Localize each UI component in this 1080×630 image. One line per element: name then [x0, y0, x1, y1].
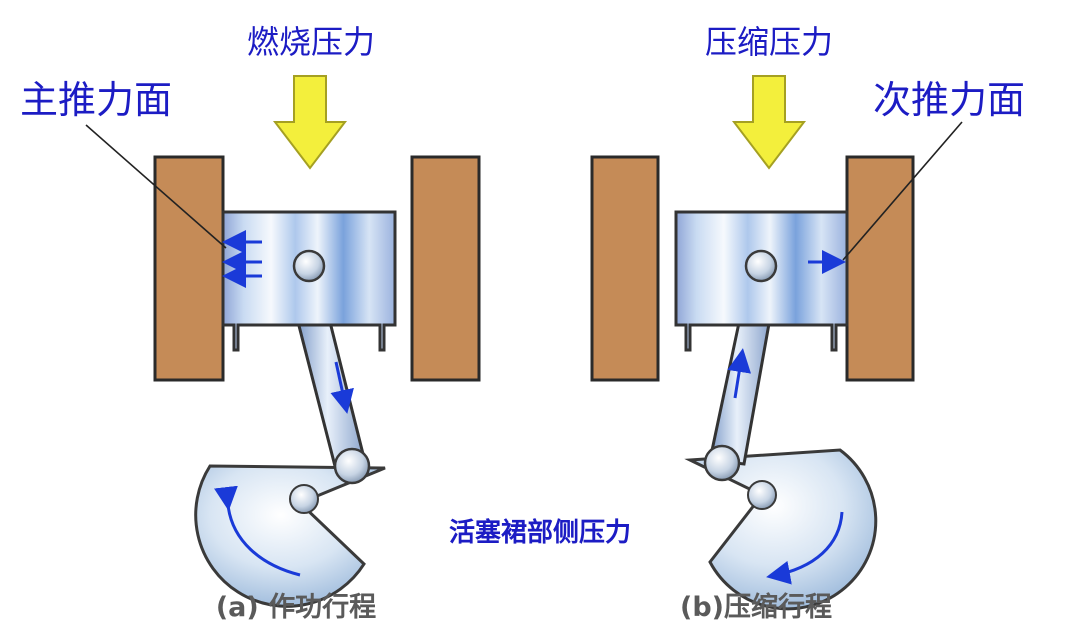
down-arrow-icon — [272, 75, 348, 170]
small-arrow-icon — [330, 361, 354, 414]
cylinder-wall-left-b — [590, 155, 660, 382]
crankshaft-a — [194, 464, 386, 608]
label-piston-skirt-side-pressure: 活塞裙部侧压力 — [449, 517, 631, 548]
crank-pin-a — [333, 447, 371, 485]
cylinder-wall-right-b — [845, 155, 915, 382]
piston-pin-a — [292, 249, 326, 283]
label-major-thrust-face: 主推力面 — [20, 78, 172, 122]
assembly-power-stroke — [85, 75, 481, 608]
assembly-compression-stroke — [590, 75, 963, 611]
crankshaft-b — [684, 448, 878, 611]
down-arrow-icon — [731, 75, 807, 170]
caption-power-stroke: (a) 作功行程 — [216, 591, 376, 623]
label-combustion-pressure: 燃烧压力 — [247, 23, 375, 61]
cylinder-wall-left-a — [153, 155, 225, 382]
label-compression-pressure: 压缩压力 — [705, 23, 833, 61]
caption-compression-stroke: (b)压缩行程 — [680, 591, 832, 623]
connecting-rod-b — [708, 316, 772, 466]
label-minor-thrust-face: 次推力面 — [873, 78, 1025, 122]
leader-line-major — [85, 124, 227, 249]
crank-pin-b — [703, 444, 741, 482]
cylinder-wall-right-a — [410, 155, 481, 382]
small-arrow-icon — [727, 348, 752, 399]
crank-journal-a — [289, 484, 319, 514]
connecting-rod-a — [295, 312, 367, 472]
small-arrow-icon — [766, 511, 844, 585]
crank-journal-b — [747, 480, 777, 510]
small-arrow-icon — [214, 485, 301, 577]
piston-pin-b — [744, 249, 778, 283]
leader-line-minor — [842, 121, 963, 261]
